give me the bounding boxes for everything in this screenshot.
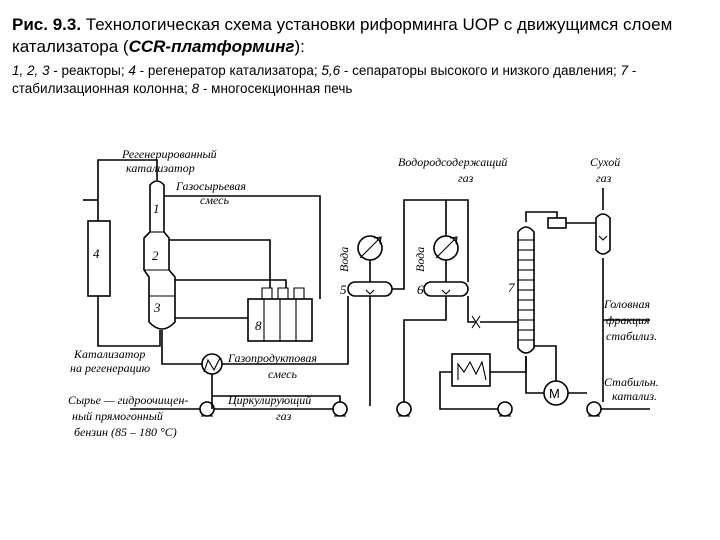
label-feed-3: бензин (85 – 180 °С) (74, 425, 177, 439)
label-stable-catalyzate-1: Стабильн. (604, 375, 659, 389)
label-head-fraction-3: стабилиз. (606, 329, 657, 343)
pump-sep5 (396, 401, 412, 417)
reflux-condenser (547, 217, 567, 229)
label-gas-raw-1: Газосырьевая (175, 179, 246, 193)
caption-title: Рис. 9.3. Технологическая схема установк… (12, 14, 712, 58)
legend-part: - многосекционная печь (199, 81, 353, 96)
label-h2-gas-1: Водородсодержащий (398, 155, 507, 169)
cooler-b (433, 235, 459, 282)
caption-legend: 1, 2, 3 - реакторы; 4 - регенератор ката… (12, 62, 712, 98)
regenerator-4 (87, 220, 111, 297)
separator-6-label: 6 (417, 282, 424, 297)
label-gas-raw-2: смесь (200, 193, 229, 207)
label-h2-gas-2: газ (458, 171, 474, 185)
legend-part: 4 (128, 63, 136, 78)
legend-part: - реакторы; (49, 63, 129, 78)
reactor-1-label: 1 (153, 201, 160, 216)
label-regen-catalyst-2: катализатор (126, 161, 195, 175)
label-stable-catalyzate-2: катализ. (612, 389, 657, 403)
caption-process-name: CCR-платформинг (128, 37, 295, 56)
reactor-2-label: 2 (152, 248, 159, 263)
label-feed-1: Сырье — гидроочищен- (68, 393, 188, 407)
separator-5-label: 5 (340, 282, 347, 297)
furnace-8-label: 8 (255, 318, 262, 333)
label-water-b: Вода (413, 247, 427, 272)
label-feed-2: ный прямогонный (72, 409, 163, 423)
pump-reflux (586, 401, 602, 417)
legend-part: - регенератор катализатора; (135, 63, 322, 78)
pipe-gas-product (161, 330, 202, 365)
legend-part: 8 (191, 81, 200, 96)
legend-part: - сепараторы высокого и низкого давления… (340, 63, 621, 78)
legend-part: 7 (620, 63, 629, 78)
pipe-regen-catalyst (97, 159, 158, 221)
separator-6 (423, 281, 469, 297)
legend-part: - стабилизационная колонна; (12, 63, 637, 96)
reflux-drum (595, 213, 611, 255)
pipe-h2-gas (392, 199, 447, 290)
legend-part: 1, 2, 3 (12, 63, 50, 78)
mixer-glyph: M (549, 386, 560, 401)
label-circ-gas-1: Циркулирующий (227, 393, 311, 407)
reactor-3-label: 3 (153, 300, 161, 315)
label-regen-catalyst-1: Регенерированный (121, 147, 217, 161)
label-gas-product-1: Газопродуктовая (227, 351, 317, 365)
reactor-stack (143, 180, 176, 330)
label-dry-gas-2: газ (596, 171, 612, 185)
pump-circ (332, 401, 348, 417)
figure-label: Рис. 9.3. (12, 15, 82, 34)
column-7-label: 7 (508, 280, 515, 295)
pipe-gas-raw (164, 195, 321, 299)
separator-5 (347, 281, 393, 406)
pump-sep6 (497, 401, 513, 417)
caption-title-end: ): (294, 37, 305, 56)
label-head-fraction-2: фракция (606, 313, 650, 327)
label-dry-gas-1: Сухой (590, 155, 620, 169)
label-head-fraction-1: Головная (603, 297, 650, 311)
label-catalyst-regen-1: Катализатор (73, 347, 145, 361)
label-gas-product-2: смесь (268, 367, 297, 381)
label-circ-gas-2: газ (276, 409, 292, 423)
furnace-8 (247, 287, 313, 342)
stabilization-column-7 (517, 226, 535, 354)
figure-caption: Рис. 9.3. Технологическая схема установк… (12, 14, 712, 98)
label-water-a: Вода (337, 247, 351, 272)
reboiler-heater (451, 353, 491, 387)
cooler-a (357, 235, 383, 282)
legend-part: 5,6 (321, 63, 341, 78)
heat-exchanger (201, 353, 223, 375)
caption-title-text: Технологическая схема установки риформин… (12, 15, 673, 56)
label-catalyst-regen-2: на регенерацию (70, 361, 151, 375)
regenerator-4-label: 4 (93, 246, 100, 261)
